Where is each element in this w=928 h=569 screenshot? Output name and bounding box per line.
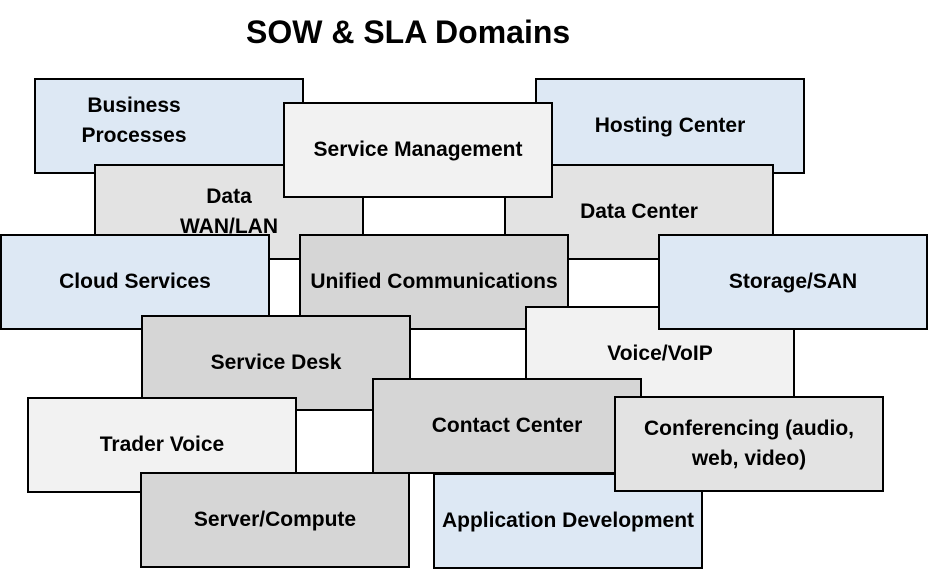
box-cloud-services-label: Cloud Services — [59, 270, 211, 293]
box-conferencing-label: Conferencing (audio, web, video) — [644, 417, 854, 470]
box-hosting-center-label: Hosting Center — [594, 114, 746, 137]
box-application-development-label: Application Development — [441, 509, 695, 532]
box-trader-voice-label: Trader Voice — [99, 433, 225, 456]
box-server-compute: Server/Compute — [140, 472, 410, 568]
box-service-desk: Service Desk — [141, 315, 411, 411]
box-cloud-services: Cloud Services — [0, 234, 270, 330]
box-service-desk-label: Service Desk — [210, 351, 342, 374]
box-conferencing: Conferencing (audio, web, video) — [614, 396, 884, 492]
box-service-management-label: Service Management — [313, 138, 523, 161]
box-unified-communications: Unified Communications — [299, 234, 569, 330]
box-storage-san: Storage/SAN — [658, 234, 928, 330]
box-business-processes-label: Business Processes — [81, 94, 187, 147]
box-voice-voip-label: Voice/VoIP — [607, 342, 713, 365]
box-service-management: Service Management — [283, 102, 553, 198]
box-server-compute-label: Server/Compute — [193, 508, 357, 531]
box-data-wan-lan-label: Data WAN/LAN — [180, 185, 278, 238]
box-storage-san-label: Storage/SAN — [728, 270, 858, 293]
box-business-processes: Business Processes — [34, 78, 304, 174]
box-hosting-center: Hosting Center — [535, 78, 805, 174]
box-contact-center: Contact Center — [372, 378, 642, 474]
box-contact-center-label: Contact Center — [431, 414, 583, 437]
page-title: SOW & SLA Domains — [246, 14, 571, 50]
box-unified-communications-label: Unified Communications — [310, 270, 558, 293]
box-data-center-label: Data Center — [580, 200, 698, 223]
